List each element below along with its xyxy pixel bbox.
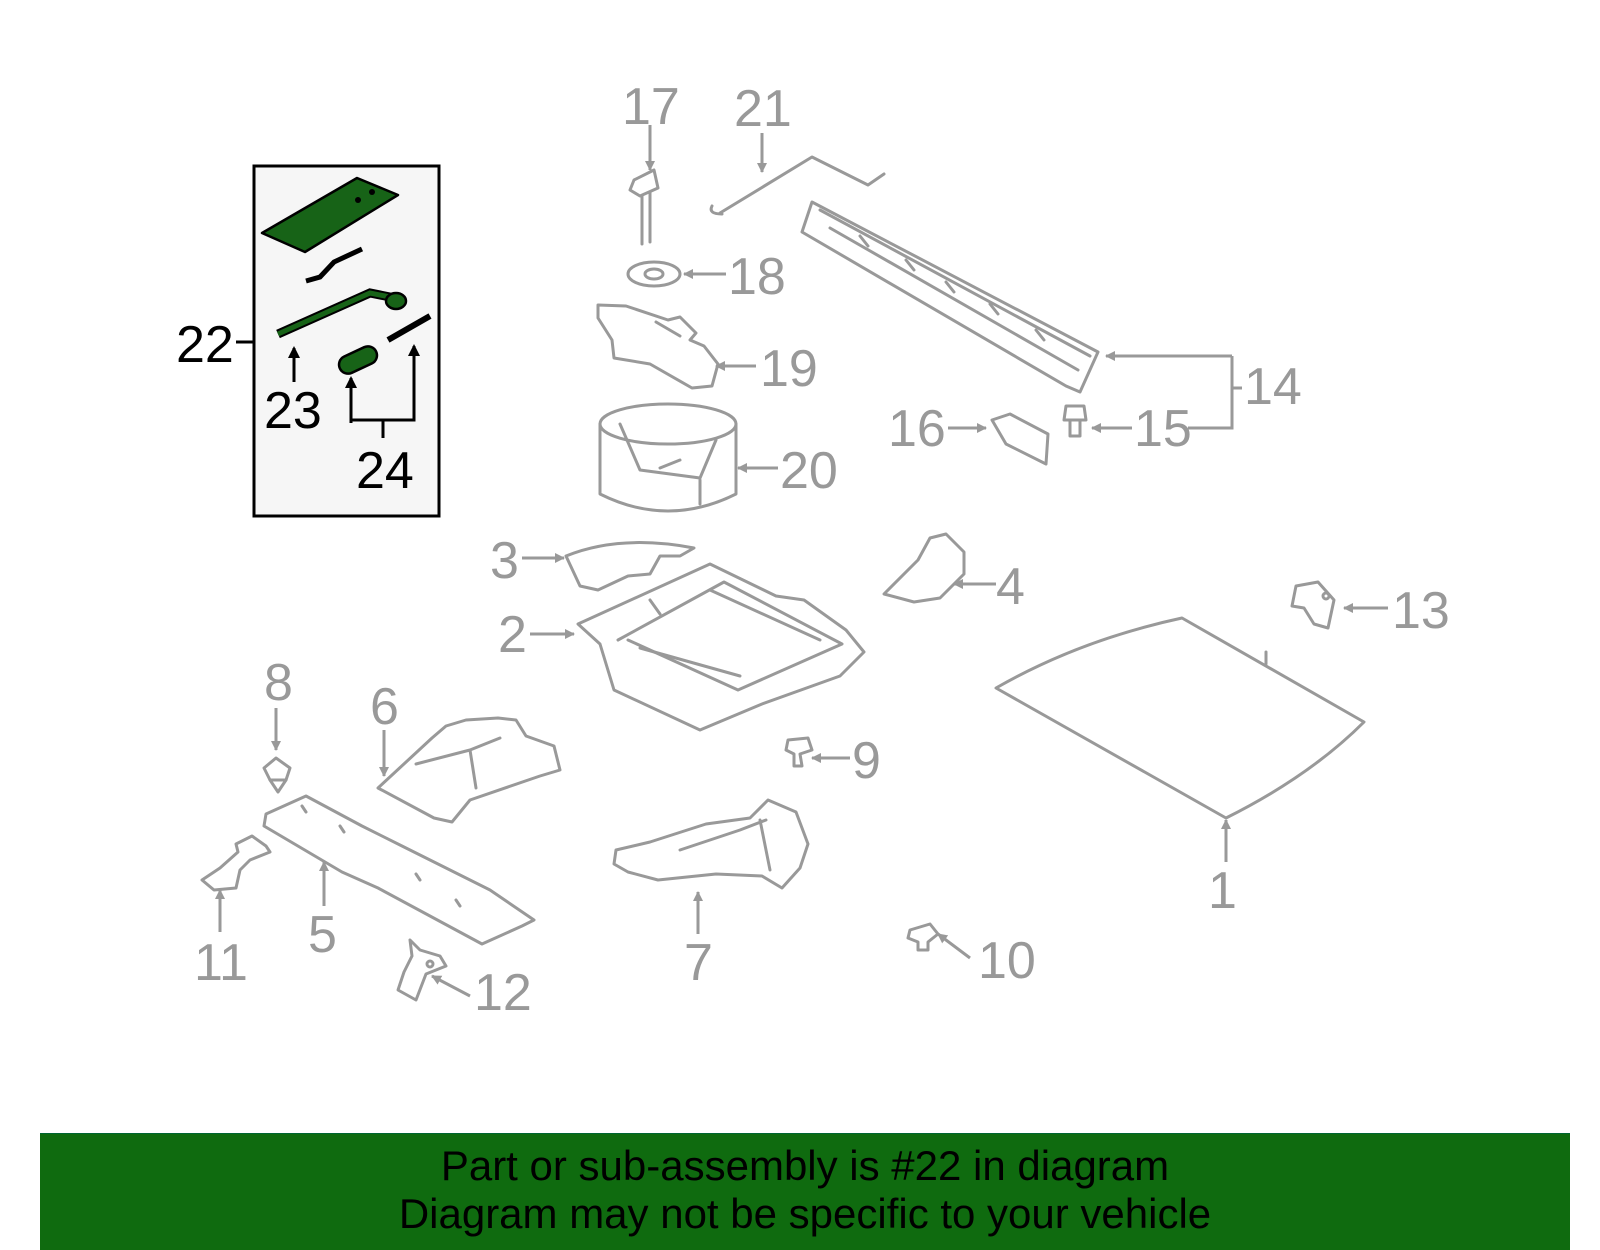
part-1[interactable] — [994, 616, 1366, 862]
part-10[interactable] — [906, 922, 971, 960]
callout-18: 18 — [728, 248, 786, 306]
callout-7: 7 — [684, 934, 713, 992]
part-4[interactable] — [882, 532, 996, 604]
callout-6: 6 — [370, 678, 399, 736]
part-20[interactable] — [598, 402, 778, 513]
callout-19: 19 — [760, 340, 818, 398]
tool-bag-part — [260, 176, 400, 254]
part-9[interactable] — [784, 736, 850, 768]
callout-24: 24 — [356, 442, 414, 500]
part-8[interactable] — [262, 708, 292, 794]
part-14[interactable] — [800, 200, 1242, 430]
part-13[interactable] — [1290, 580, 1388, 630]
part-17[interactable] — [628, 125, 660, 246]
callout-17: 17 — [622, 78, 680, 136]
callout-11: 11 — [194, 934, 248, 992]
part-3[interactable] — [522, 541, 696, 592]
callout-22: 22 — [176, 316, 234, 374]
banner-line-disclaimer: Diagram may not be specific to your vehi… — [398, 1190, 1212, 1237]
callout-8: 8 — [264, 654, 293, 712]
callout-13: 13 — [1392, 582, 1450, 640]
info-banner: Part or sub-assembly is #22 in diagram D… — [40, 1133, 1570, 1250]
callout-16: 16 — [888, 400, 946, 458]
banner-line-part-number: Part or sub-assembly is #22 in diagram — [440, 1142, 1170, 1189]
callout-9: 9 — [852, 732, 881, 790]
callout-5: 5 — [308, 906, 337, 964]
callout-1: 1 — [1208, 862, 1237, 920]
callout-4: 4 — [996, 558, 1025, 616]
callout-2: 2 — [498, 606, 527, 664]
part-6[interactable] — [376, 716, 562, 824]
parts-diagram: 1 2 3 4 5 6 7 8 9 10 11 12 13 14 15 16 1… — [176, 78, 1450, 1022]
callout-10: 10 — [978, 932, 1036, 990]
part-15[interactable] — [1062, 404, 1132, 438]
part-12[interactable] — [396, 938, 471, 1002]
part-18[interactable] — [626, 260, 726, 288]
part-5[interactable] — [262, 794, 536, 946]
callout-23: 23 — [264, 382, 322, 440]
part-7[interactable] — [612, 798, 810, 934]
callout-3: 3 — [490, 532, 519, 590]
part-21[interactable] — [709, 133, 886, 216]
part-11[interactable] — [200, 834, 272, 932]
part-16[interactable] — [948, 412, 1050, 466]
part-2[interactable] — [530, 562, 866, 732]
callout-20: 20 — [780, 442, 838, 500]
jack-handle-part — [337, 345, 379, 375]
callout-15: 15 — [1134, 400, 1192, 458]
hook-tool-part — [305, 246, 364, 284]
inset-box-22[interactable] — [252, 164, 441, 518]
callout-21: 21 — [734, 80, 792, 138]
part-19[interactable] — [596, 303, 756, 390]
callout-12: 12 — [474, 964, 532, 1022]
callout-14: 14 — [1244, 358, 1302, 416]
